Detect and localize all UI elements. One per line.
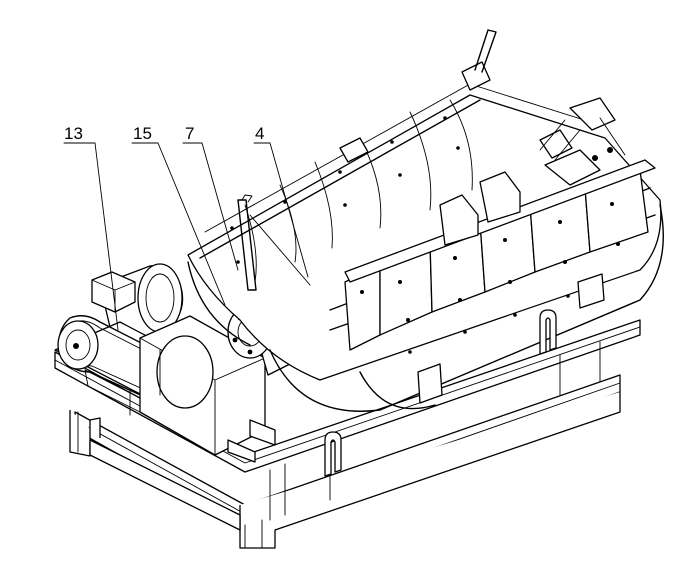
trough-housing bbox=[187, 83, 664, 412]
callout-leaders bbox=[63, 142, 309, 331]
callout-15: 15 bbox=[133, 124, 152, 143]
callout-7: 7 bbox=[185, 124, 194, 143]
support-rod bbox=[237, 194, 311, 291]
lifting-lugs bbox=[324, 273, 605, 477]
callout-4: 4 bbox=[255, 124, 264, 143]
callout-13: 13 bbox=[64, 124, 83, 143]
callout-labels: 13 15 7 4 bbox=[64, 124, 264, 143]
internal-brackets bbox=[339, 29, 626, 246]
gearbox bbox=[139, 315, 276, 463]
